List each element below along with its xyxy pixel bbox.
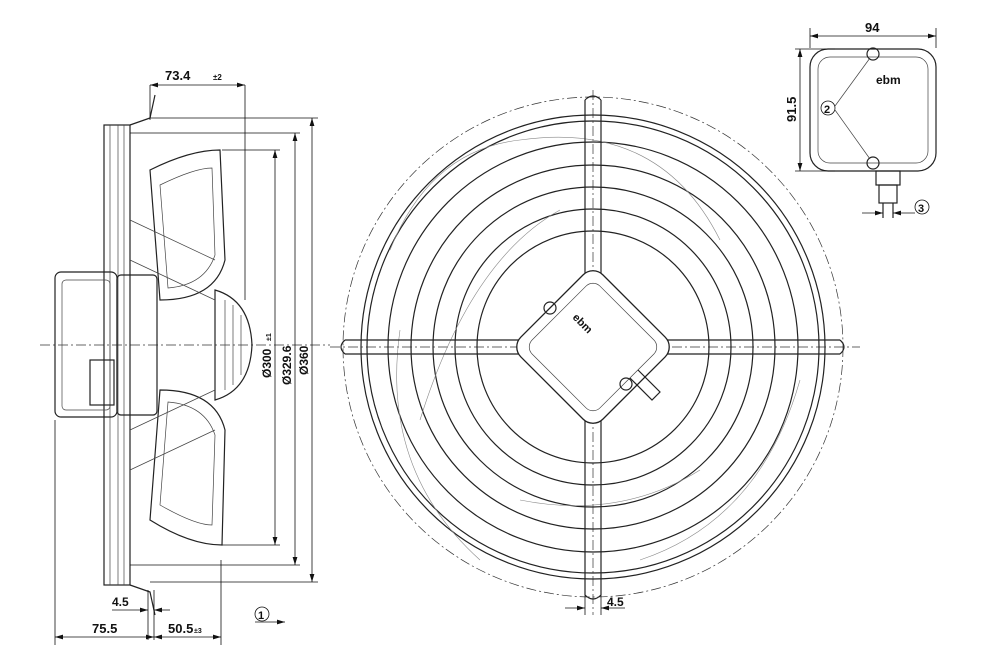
screw-icon: [543, 301, 557, 315]
dim-foot: 4.5: [607, 595, 624, 609]
hub-terminal-box: [516, 270, 670, 424]
blade-upper: [149, 149, 226, 301]
blades-behind: [389, 136, 801, 561]
front-view: ebm 4.5: [330, 90, 860, 615]
dim-box-width: 94: [865, 20, 880, 35]
screw-icon: [619, 377, 633, 391]
dim-dia-guard: Ø360: [297, 345, 311, 375]
guard-ring: [360, 114, 826, 580]
rotor-hub: [214, 289, 253, 401]
dim-flange: 4.5: [112, 595, 129, 609]
screw-icon: [866, 156, 880, 170]
guard-ring: [366, 120, 820, 574]
dim-front: 50.5: [168, 621, 193, 636]
guard-ring: [454, 208, 732, 486]
guard-rings: [360, 114, 826, 580]
mounting-feet: [129, 94, 156, 616]
motor-body: [116, 274, 158, 416]
side-view: 73.4 ±2 Ø300 ±1 Ø329.6 Ø360 4.5 75.5 50.…: [40, 68, 330, 645]
dim-dia-ring: Ø329.6: [280, 345, 294, 385]
dim-motor: 75.5: [92, 621, 117, 636]
dim-box-height: 91.5: [784, 97, 799, 122]
svg-text:3: 3: [918, 203, 924, 215]
callout-gland: 3: [914, 199, 930, 215]
cable-gland-side: [89, 359, 115, 406]
dim-dia-blade-tol: ±1: [266, 333, 273, 341]
dim-depth-tol: ±2: [213, 73, 222, 82]
terminal-box-side: [54, 271, 118, 418]
dim-front-tol: ±3: [194, 628, 202, 635]
guard-ring: [476, 230, 710, 464]
ebm-logo-box: ebm: [876, 73, 901, 87]
svg-text:2: 2: [824, 104, 830, 116]
terminal-box-detail: ebm 94 91.5 2 3: [784, 20, 937, 218]
blade-lower: [149, 389, 226, 546]
svg-text:1: 1: [258, 610, 264, 622]
callout-airflow: 1: [254, 606, 285, 625]
cable-gland-front: [629, 369, 661, 401]
dim-dia-blade: Ø300: [260, 348, 274, 378]
dim-depth: 73.4: [165, 68, 191, 83]
callout-screws: 2: [820, 57, 871, 160]
cable-gland: [875, 170, 901, 186]
guard-ring: [410, 164, 776, 530]
guard-flange: [103, 124, 131, 586]
screw-icon: [866, 47, 880, 61]
guard-ring: [432, 186, 754, 508]
guard-ring: [387, 141, 799, 553]
